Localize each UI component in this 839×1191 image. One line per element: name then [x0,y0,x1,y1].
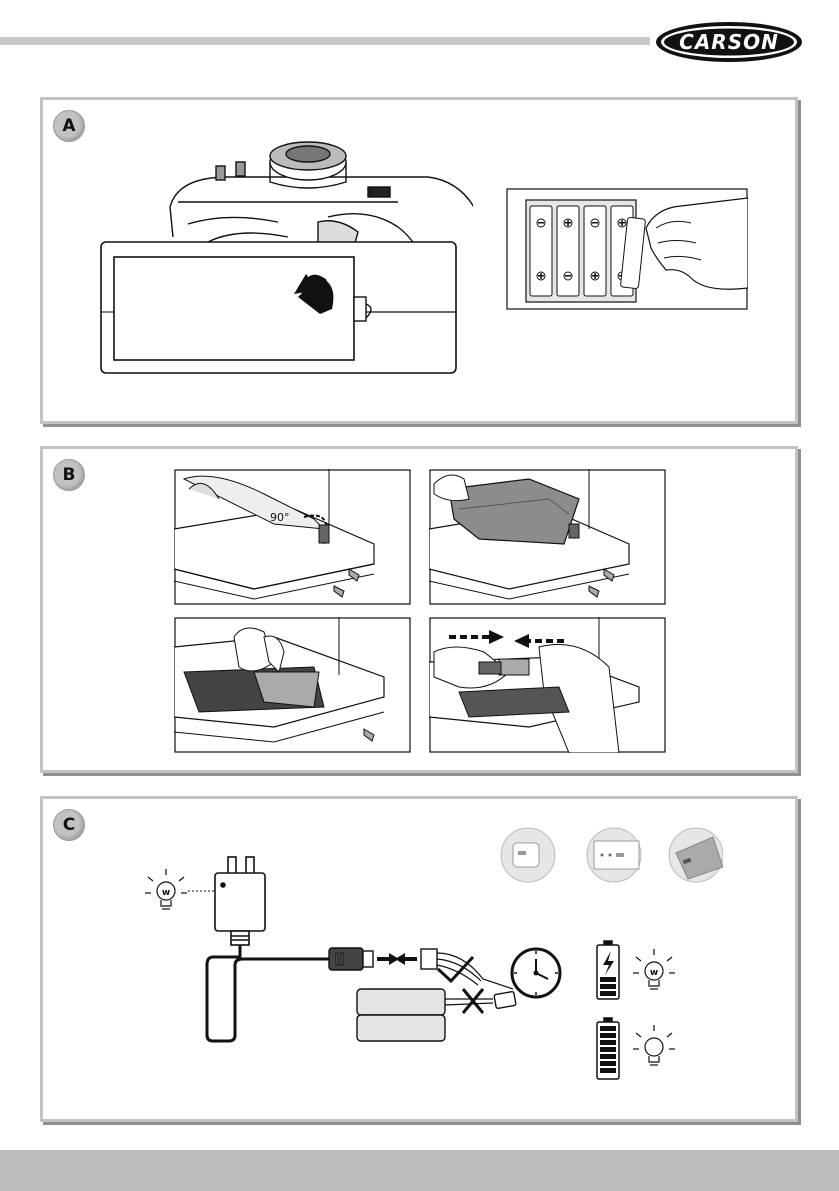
section-a-badge: A [53,110,85,142]
rotation-angle-label: 90° [270,511,290,524]
charging-diagram: w [133,849,533,1059]
section-a-label: A [62,116,75,136]
section-a-panel: A [40,97,798,424]
light-bulb-off-icon [633,1025,675,1065]
section-c-badge: C [53,809,85,841]
computer-usb-port [587,828,641,882]
power-source-icons [498,827,723,887]
battery-removal [174,617,411,753]
light-bulb-on-icon: w [145,869,187,909]
section-b-label: B [63,465,76,485]
connector-unplug [429,617,666,753]
cross-icon [463,989,483,1013]
section-b-panel: B 90° [40,446,798,773]
wall-adapter [501,828,555,882]
section-c-panel: C w [40,796,798,1122]
footer-bar [0,1150,839,1191]
charging-cable [207,945,283,1041]
carson-logo: CARSON [654,19,804,65]
section-b-badge: B [53,459,85,491]
clock-icon [512,949,560,997]
section-c-label: C [63,815,75,835]
battery-charging-icon [597,941,619,999]
battery-full-icon [597,1018,619,1079]
usb-charger [215,857,265,945]
battery-cover-rotate: 90° [174,469,411,605]
light-bulb-on-icon: w [633,949,675,989]
aa-battery-compartment [506,188,748,310]
transmitter-battery-cover [98,132,473,377]
header-bar [0,37,650,45]
power-bank [669,828,723,882]
charging-status-icons: w [508,939,683,1084]
battery-pack-in-hull [429,469,666,605]
svg-text:w: w [162,888,170,898]
svg-text:w: w [650,968,658,978]
battery-pack [357,989,445,1041]
brand-text: CARSON [679,30,779,54]
